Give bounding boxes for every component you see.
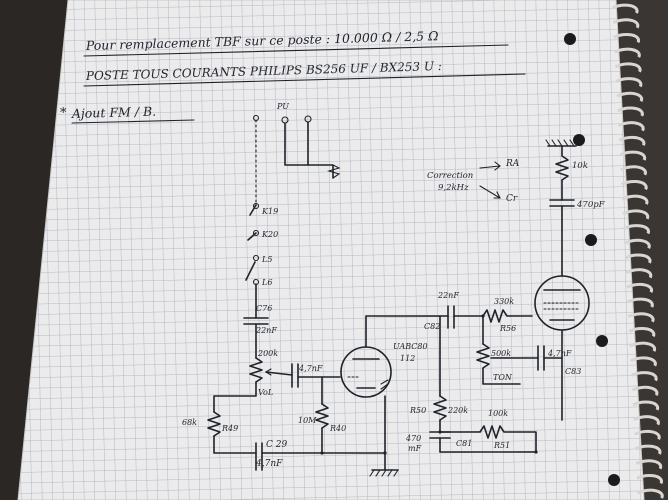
label-r50: R50	[409, 406, 426, 415]
switch-k19	[249, 204, 257, 216]
label-tube1-id: 112	[400, 354, 415, 363]
spiral-loop	[627, 297, 654, 308]
spiral-loop	[631, 385, 659, 396]
resistor-r50	[433, 395, 447, 421]
label-c82: C82	[424, 322, 440, 331]
label-470-unit: mF	[408, 444, 422, 453]
label-cr: Cr	[506, 194, 518, 204]
label-c81: C81	[456, 439, 472, 448]
spiral-loop	[613, 33, 641, 44]
label-10k: 10k	[572, 161, 588, 171]
label-ton: TON	[493, 373, 513, 382]
spiral-loop	[626, 282, 654, 294]
spiral-loop	[633, 415, 660, 426]
resistor-r56	[482, 309, 533, 323]
spiral-loop	[636, 488, 664, 499]
spiral-loop	[628, 327, 656, 338]
spiral-loop	[630, 356, 657, 367]
label-l6: L6	[261, 278, 272, 287]
resistor-ra	[555, 145, 569, 181]
spiral-loop	[622, 209, 650, 220]
label-c29: C 29	[266, 440, 287, 450]
label-330k: 330k	[494, 297, 514, 306]
notebook-page	[17, 0, 645, 500]
label-pu: PU	[276, 102, 289, 111]
spiral-loop	[621, 194, 649, 205]
spiral-loop	[633, 429, 661, 441]
header-line-3: Ajout FM / B.	[71, 104, 157, 121]
spiral-loop	[634, 444, 662, 455]
label-10m: 10M	[298, 416, 317, 425]
spiral-loop	[617, 121, 645, 132]
spiral-loop	[627, 312, 655, 323]
label-frequency: 9,2kHz	[438, 183, 469, 193]
label-500k: 500k	[491, 349, 511, 358]
spiral-loop	[632, 400, 660, 411]
spiral-loop	[623, 224, 650, 235]
label-grid-cap-value: 4,7nF	[298, 364, 323, 373]
label-k19: K19	[261, 207, 278, 216]
label-100k: 100k	[488, 409, 508, 418]
schematic-labels: PU K19 K20 L5 L6 C76 22nF 200k VoL 68k R…	[182, 102, 606, 469]
pu-resistor	[327, 164, 341, 179]
resistor-r49	[207, 411, 221, 437]
spiral-loop	[611, 3, 639, 14]
spiral-loop	[630, 371, 658, 382]
label-l5: L5	[261, 255, 272, 264]
label-vol: VoL	[258, 388, 273, 397]
label-pot-value: 200k	[257, 349, 278, 358]
label-r56: R56	[499, 324, 516, 333]
spiral-loop	[616, 91, 644, 102]
label-k20: K20	[261, 230, 278, 239]
label-68k: 68k	[182, 418, 197, 427]
label-c82-value: 22nF	[437, 291, 459, 300]
spiral-loop	[615, 77, 643, 88]
label-c83: C83	[565, 367, 581, 376]
spiral-loop	[620, 165, 647, 176]
label-c83-value: 4,7nF	[547, 349, 572, 358]
volume-potentiometer	[249, 357, 263, 383]
spiral-loop	[629, 341, 657, 352]
label-ra: RA	[505, 159, 520, 169]
label-r49: R49	[221, 424, 238, 433]
label-470: 470	[405, 434, 421, 443]
label-c29-value: 4,7nF	[255, 459, 283, 469]
spiral-loop	[636, 474, 663, 485]
label-220k: 220k	[447, 406, 468, 415]
spiral-loop	[618, 135, 646, 147]
label-tube1-name: UABC80	[393, 342, 428, 351]
label-c76: C76	[256, 304, 272, 313]
spiral-loop	[625, 268, 653, 279]
switch-l5	[245, 261, 256, 281]
label-r51: R51	[493, 441, 510, 450]
resistor-r51	[479, 425, 537, 453]
spiral-loop	[624, 253, 652, 264]
spiral-loop	[620, 180, 648, 191]
label-r40: R40	[329, 424, 346, 433]
label-470pf: 470pF	[576, 200, 606, 210]
ground-symbol-icon	[369, 469, 399, 477]
spiral-loop	[623, 238, 651, 249]
spiral-loop	[612, 18, 640, 29]
label-correction: Correction	[427, 171, 473, 181]
spiral-loop	[619, 150, 647, 161]
asterisk-mark: *	[60, 106, 67, 121]
spiral-loop	[617, 106, 644, 117]
spiral-loop	[614, 62, 642, 73]
spiral-binding-icon	[611, 3, 664, 499]
tone-potentiometer	[476, 343, 490, 369]
resistor-r40	[315, 403, 329, 429]
spiral-loop	[635, 459, 663, 470]
punch-holes	[564, 33, 620, 486]
schematic	[207, 114, 590, 477]
spiral-loop	[614, 47, 641, 58]
switch-k20	[247, 232, 257, 241]
label-c76-value: 22nF	[255, 326, 277, 335]
